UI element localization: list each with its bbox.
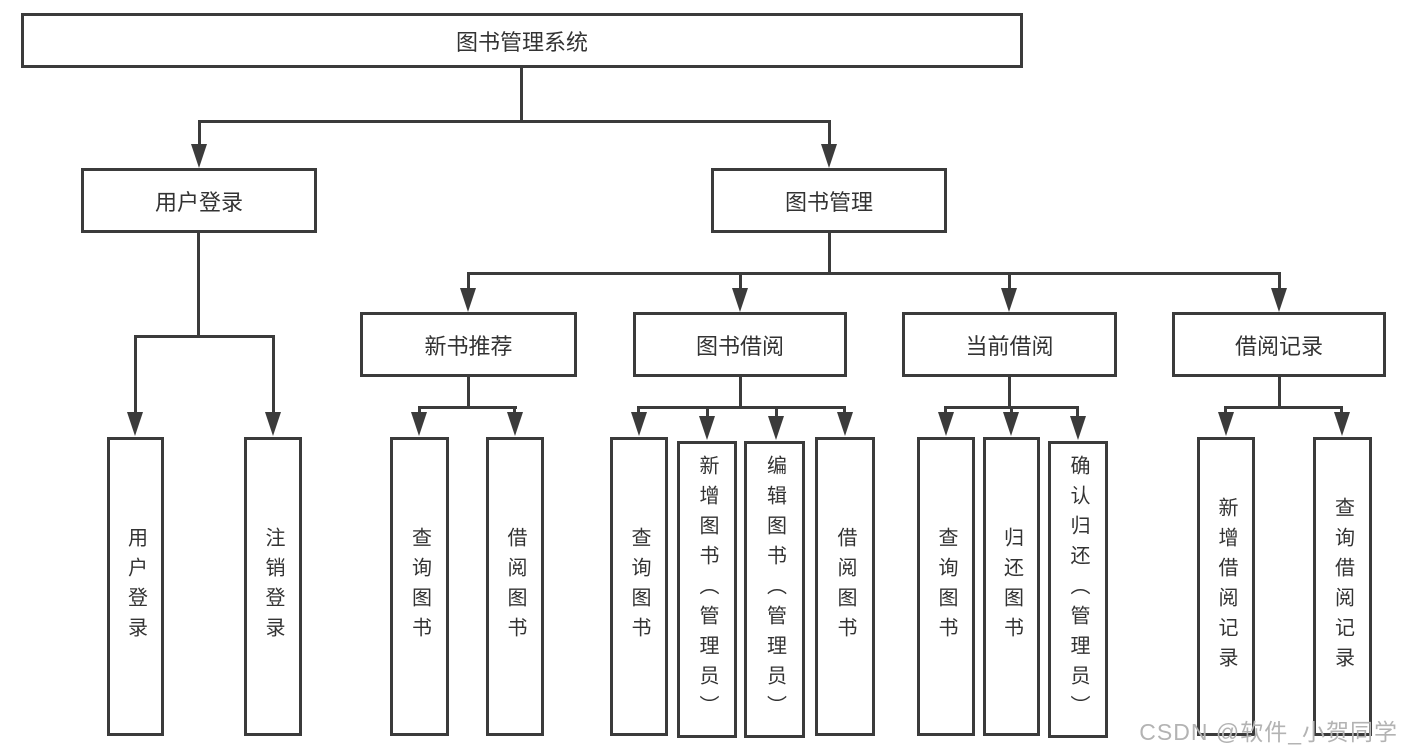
edge-line [637,406,846,409]
arrow-down-icon [699,416,715,440]
arrow-down-icon [411,412,427,436]
edge-line [198,120,201,148]
leaf-query-books-current: 查询图书 [917,437,975,736]
edge-line [775,406,778,420]
leaf-user-login: 用户登录 [107,437,164,736]
leaf-borrow-books-recommend: 借阅图书 [486,437,544,736]
leaf-add-books-admin: 新增图书（管理员） [677,441,737,738]
arrow-down-icon [1334,412,1350,436]
edge-line [467,272,470,290]
arrow-down-icon [768,416,784,440]
arrow-down-icon [507,412,523,436]
edge-line [198,120,831,123]
edge-line [828,233,831,275]
arrow-down-icon [127,412,143,436]
leaf-logout: 注销登录 [244,437,302,736]
node-book-management: 图书管理 [711,168,947,233]
edge-line [134,335,137,415]
edge-line [1008,377,1011,408]
arrow-down-icon [1003,412,1019,436]
leaf-query-books-borrowing: 查询图书 [610,437,668,736]
edge-line [1224,406,1343,409]
leaf-return-books: 归还图书 [983,437,1040,736]
arrow-down-icon [191,144,207,168]
edge-line [467,272,1281,275]
arrow-down-icon [821,144,837,168]
edge-line [1278,377,1281,408]
edge-line [272,335,275,415]
edge-line [467,377,470,408]
edge-line [1008,272,1011,290]
node-new-book-recommendation: 新书推荐 [360,312,577,377]
arrow-down-icon [837,412,853,436]
edge-line [520,68,523,123]
node-borrowing-records: 借阅记录 [1172,312,1386,377]
edge-line [1278,272,1281,290]
edge-line [418,406,517,409]
edge-line [739,377,742,408]
arrow-down-icon [938,412,954,436]
csdn-watermark: CSDN @软件_小贺同学 [1139,719,1398,745]
arrow-down-icon [1218,412,1234,436]
arrow-down-icon [1070,416,1086,440]
edge-line [828,120,831,148]
leaf-borrow-books-borrowing: 借阅图书 [815,437,875,736]
node-library-management-system: 图书管理系统 [21,13,1023,68]
edge-line [739,272,742,290]
node-user-login: 用户登录 [81,168,317,233]
node-current-borrowing: 当前借阅 [902,312,1117,377]
arrow-down-icon [1001,288,1017,312]
leaf-query-borrow-record: 查询借阅记录 [1313,437,1372,736]
edge-line [706,406,709,420]
leaf-query-books-recommend: 查询图书 [390,437,449,736]
edge-line [1076,406,1079,420]
edge-line [134,335,275,338]
leaf-add-borrow-record: 新增借阅记录 [1197,437,1255,736]
leaf-confirm-return-admin: 确认归还（管理员） [1048,441,1108,738]
leaf-edit-books-admin: 编辑图书（管理员） [744,441,805,738]
arrow-down-icon [732,288,748,312]
arrow-down-icon [265,412,281,436]
arrow-down-icon [631,412,647,436]
arrow-down-icon [1271,288,1287,312]
edge-line [197,233,200,337]
arrow-down-icon [460,288,476,312]
node-book-borrowing: 图书借阅 [633,312,847,377]
